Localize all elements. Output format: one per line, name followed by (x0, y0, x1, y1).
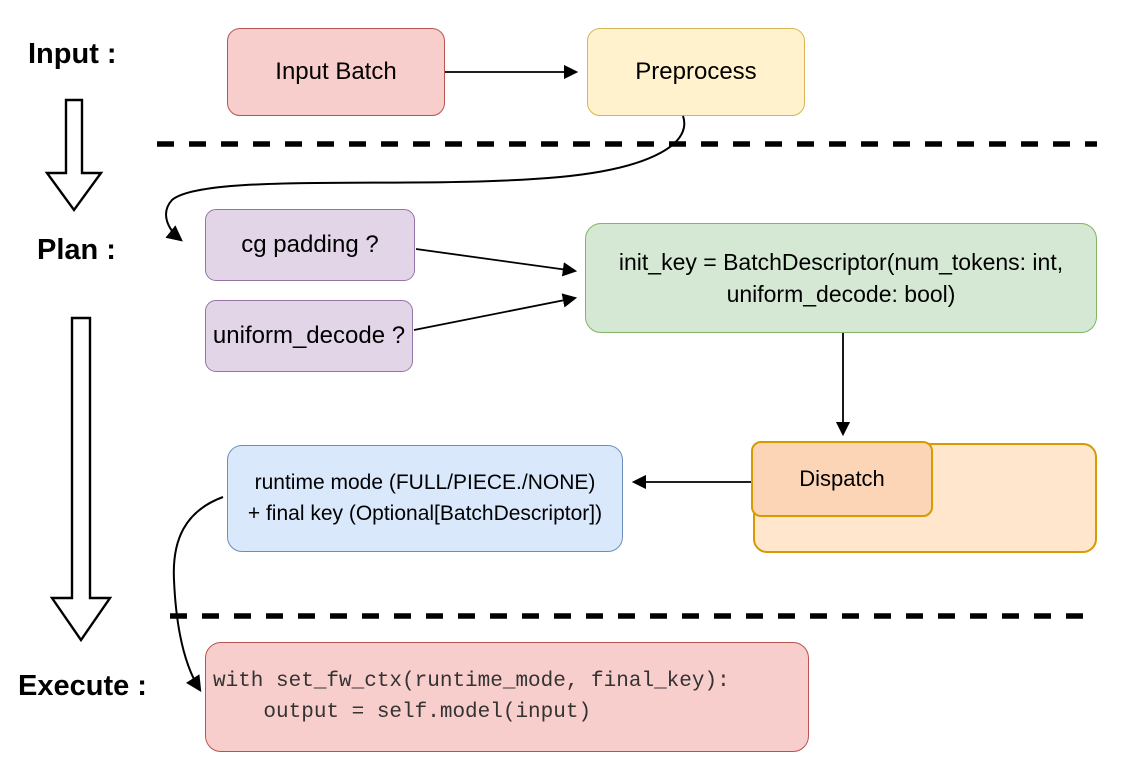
arrow-uniformdecode-to-initkey (413, 293, 578, 331)
node-dispatch: Dispatch (751, 441, 933, 517)
node-uniform-decode-label: uniform_decode ? (212, 322, 406, 350)
node-runtime-mode-line2: + final key (Optional[BatchDescriptor]) (247, 501, 603, 525)
node-cg-padding-label: cg padding ? (241, 231, 379, 259)
node-init-key-line2: uniform_decode: bool) (726, 281, 956, 307)
arrow-cgpadding-to-initkey (415, 248, 578, 277)
node-uniform-decode: uniform_decode ? (205, 300, 413, 372)
phase-label-input: Input : (28, 38, 117, 70)
plan-phase-arrow-icon (49, 316, 113, 643)
phase-label-plan: Plan : (37, 234, 116, 266)
node-dispatch-label: Dispatch (799, 465, 885, 491)
node-init-key-line1: init_key = BatchDescriptor(num_tokens: i… (618, 248, 1064, 275)
node-init-key: init_key = BatchDescriptor(num_tokens: i… (585, 223, 1097, 333)
node-runtime-mode: runtime mode (FULL/PIECE./NONE) + final … (227, 445, 623, 552)
node-preprocess: Preprocess (587, 28, 805, 116)
node-execute-code: with set_fw_ctx(runtime_mode, final_key)… (205, 642, 809, 752)
node-preprocess-label: Preprocess (635, 58, 757, 86)
execute-code-line1: with set_fw_ctx(runtime_mode, final_key)… (213, 669, 730, 693)
execute-code-line2: output = self.model(input) (213, 701, 592, 724)
input-phase-arrow-icon (44, 98, 104, 213)
node-runtime-mode-line1: runtime mode (FULL/PIECE./NONE) (254, 471, 596, 495)
node-input-batch: Input Batch (227, 28, 445, 116)
phase-label-execute: Execute : (18, 670, 147, 702)
node-input-batch-label: Input Batch (275, 58, 397, 86)
node-cg-padding: cg padding ? (205, 209, 415, 281)
